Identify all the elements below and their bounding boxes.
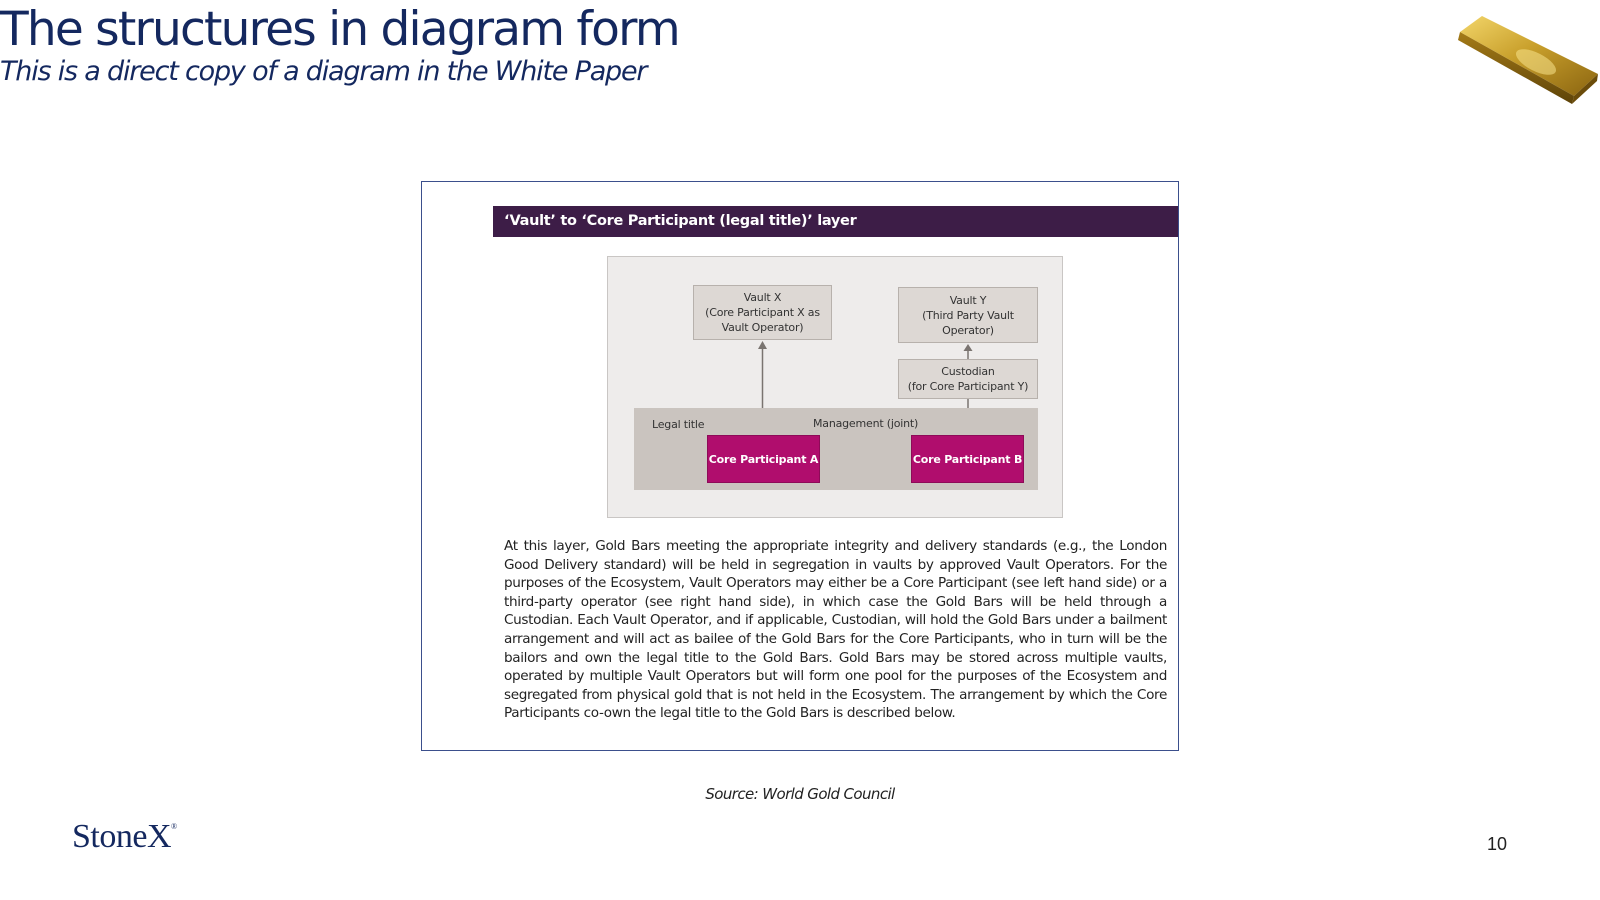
vault-y-box: Vault Y (Third Party Vault Operator) bbox=[898, 287, 1038, 343]
figure-body-text: At this layer, Gold Bars meeting the app… bbox=[504, 538, 1167, 722]
logo-text: StoneX bbox=[72, 818, 172, 855]
custodian-line: (for Core Participant Y) bbox=[907, 380, 1029, 393]
vault-x-line: Vault X bbox=[743, 291, 782, 304]
vault-x-line: Vault Operator) bbox=[721, 321, 804, 334]
management-label: Management (joint) bbox=[813, 417, 919, 430]
custodian-line: Custodian bbox=[941, 365, 995, 378]
source-caption: Source: World Gold Council bbox=[705, 785, 895, 803]
slide-subtitle: This is a direct copy of a diagram in th… bbox=[0, 56, 648, 87]
core-participant-a-box: Core Participant A bbox=[707, 435, 820, 483]
core-participant-b-box: Core Participant B bbox=[911, 435, 1024, 483]
page-number: 10 bbox=[1487, 834, 1508, 854]
legal-title-label: Legal title bbox=[652, 418, 705, 431]
vault-y-line: Vault Y bbox=[949, 293, 987, 307]
figure-header: ‘Vault’ to ‘Core Participant (legal titl… bbox=[493, 206, 1178, 237]
vault-x-line: (Core Participant X as bbox=[705, 306, 820, 319]
stonex-logo: StoneX® bbox=[72, 818, 177, 855]
core-participants-band: Legal title Management (joint) Core Part… bbox=[634, 408, 1038, 490]
slide-title: The structures in diagram form bbox=[0, 2, 681, 57]
structure-diagram: Vault X (Core Participant X as Vault Ope… bbox=[607, 256, 1063, 518]
figure-frame: ‘Vault’ to ‘Core Participant (legal titl… bbox=[421, 181, 1179, 751]
vault-x-box: Vault X (Core Participant X as Vault Ope… bbox=[693, 285, 832, 340]
vault-y-line: Operator) bbox=[942, 323, 994, 337]
custodian-box: Custodian (for Core Participant Y) bbox=[898, 359, 1038, 399]
vault-y-line: (Third Party Vault bbox=[922, 308, 1014, 322]
gold-bar-image bbox=[1458, 16, 1598, 104]
